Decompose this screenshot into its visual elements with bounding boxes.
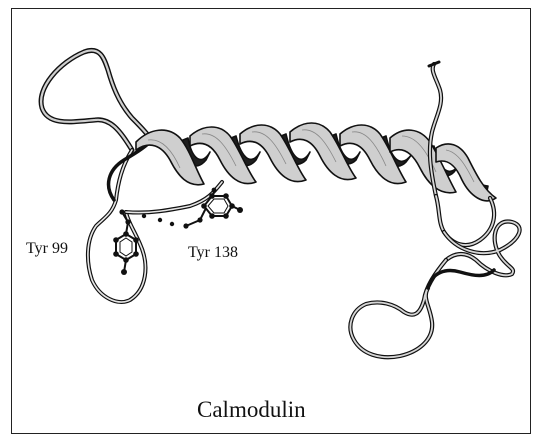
tyr99-tyrosine-ring-icon [113, 209, 139, 275]
tyr138-label: Tyr 138 [188, 244, 238, 262]
figure-caption: Calmodulin [197, 397, 306, 423]
tyr138-tyrosine-ring-icon [183, 188, 243, 229]
tyr99-label: Tyr 99 [26, 240, 68, 258]
right-loops [350, 62, 519, 357]
backbone-atoms [142, 214, 174, 226]
central-helix [136, 123, 496, 201]
